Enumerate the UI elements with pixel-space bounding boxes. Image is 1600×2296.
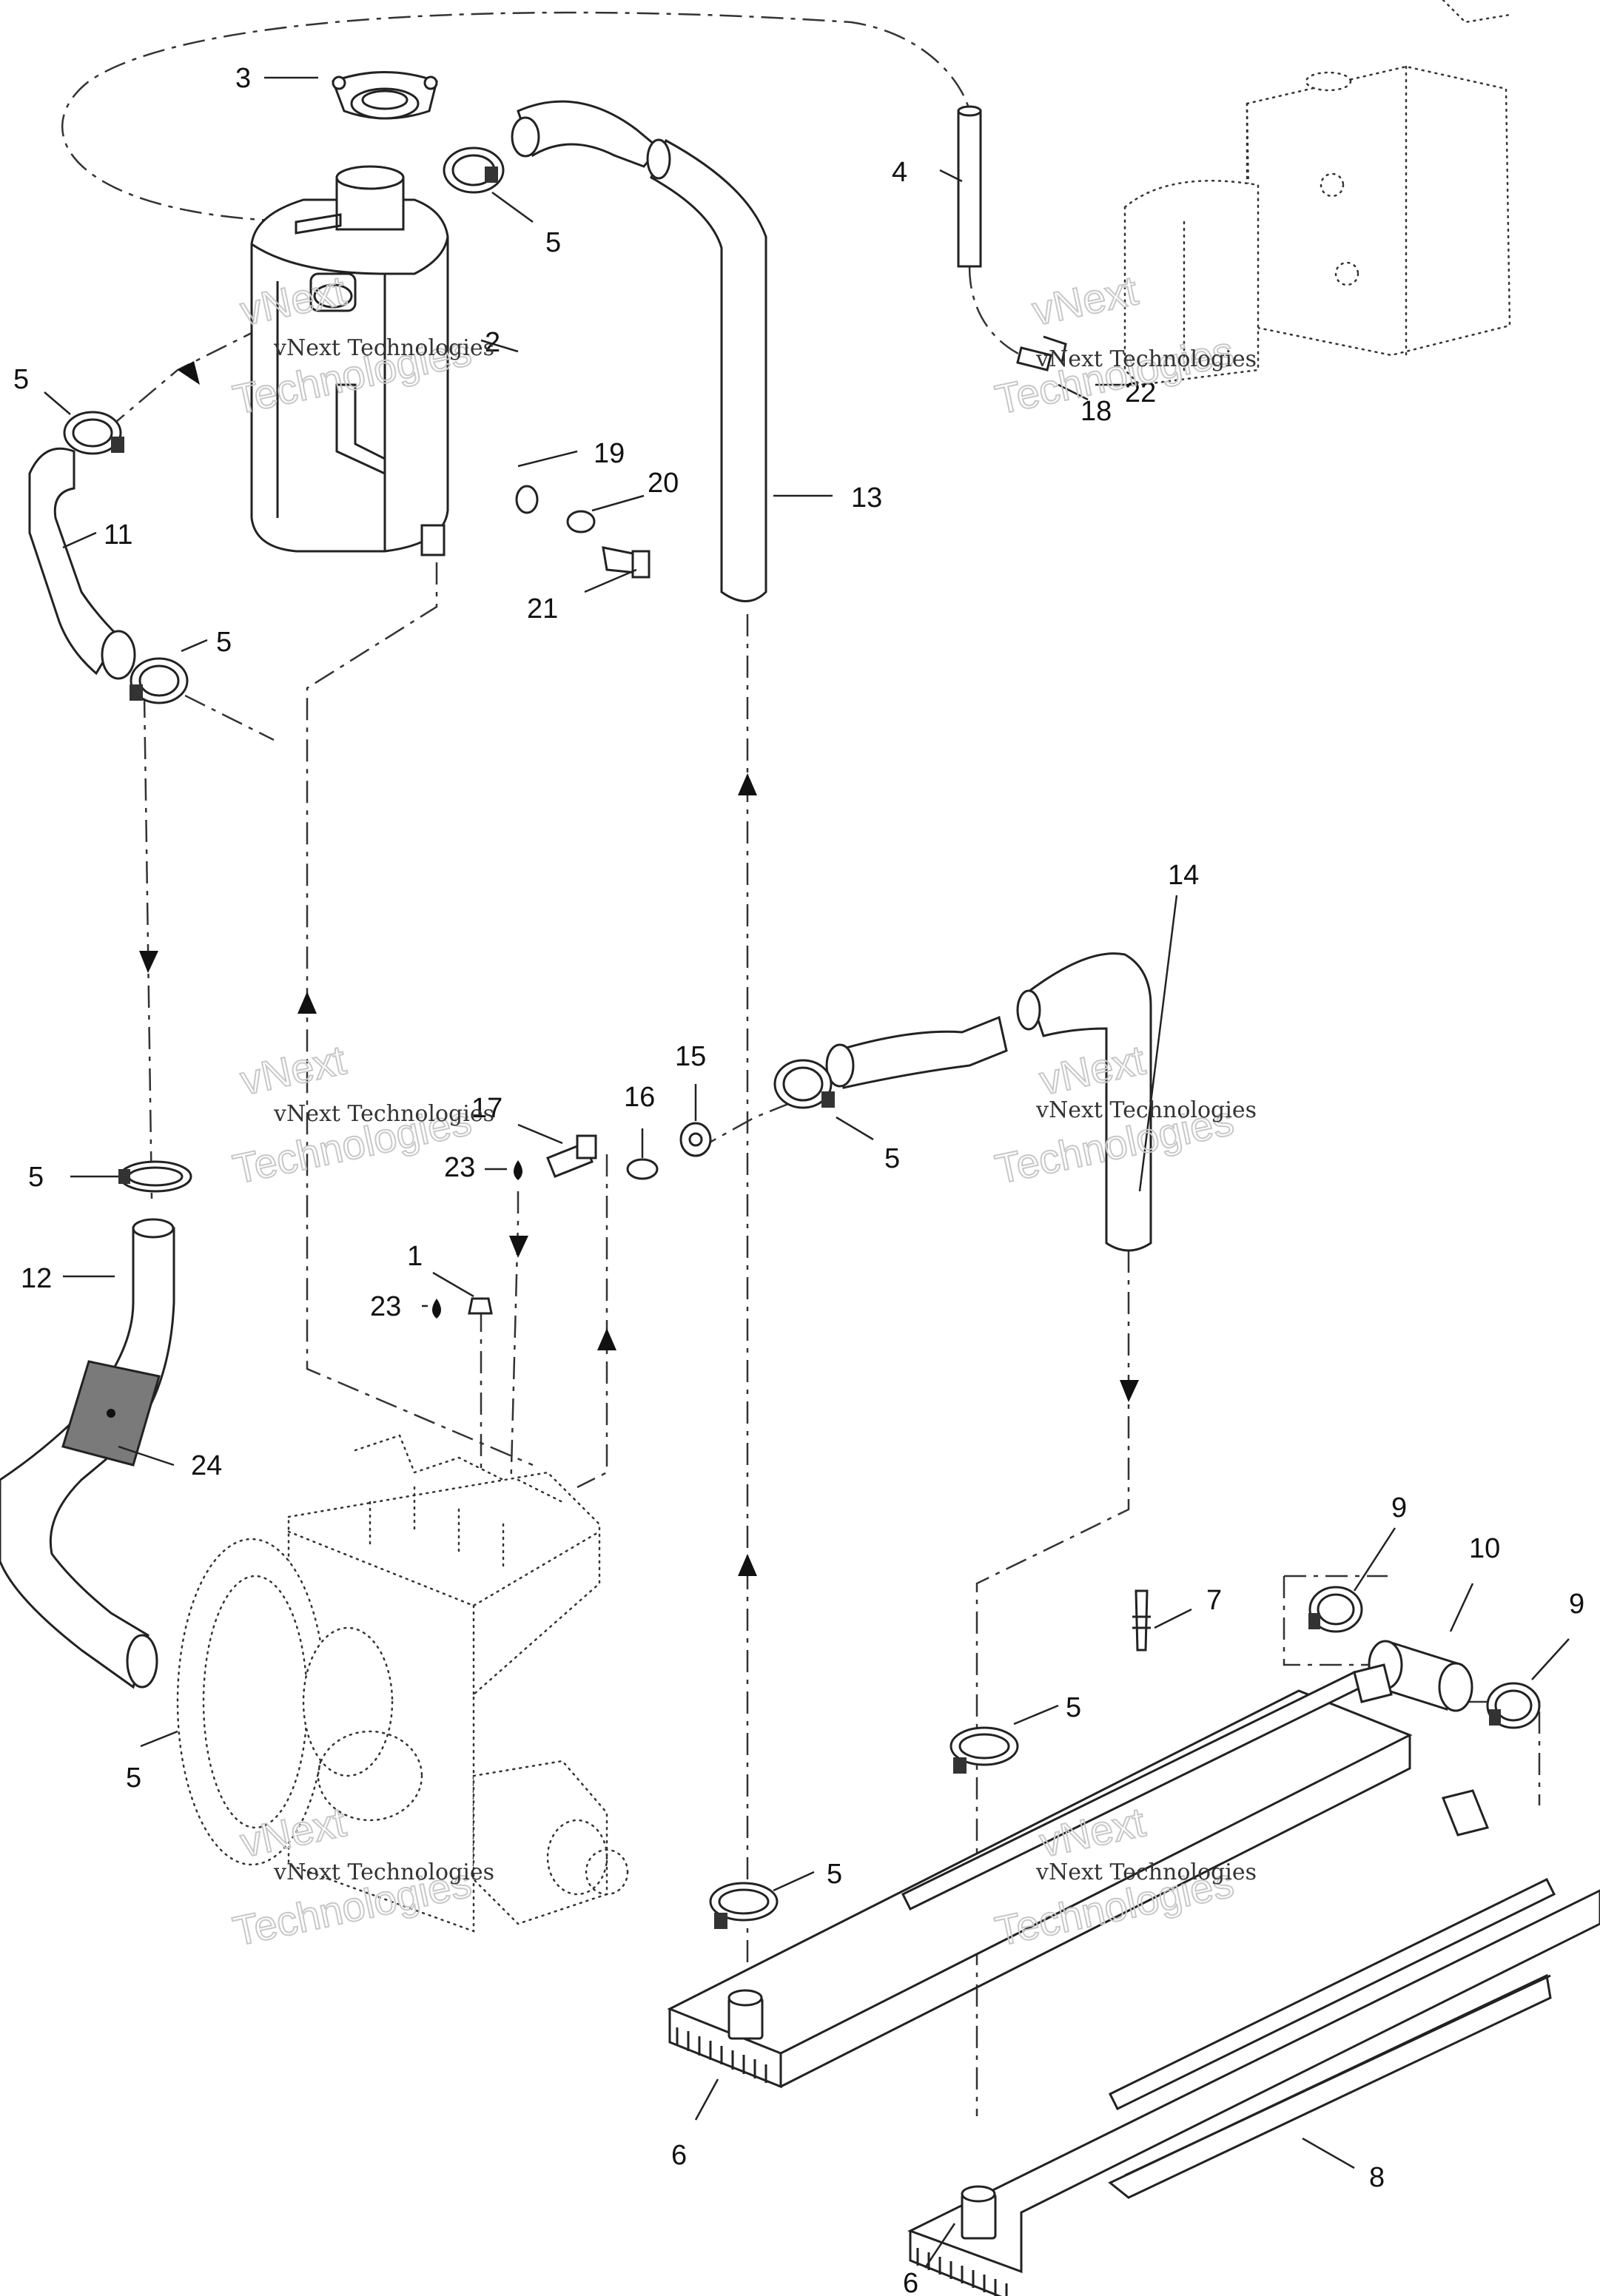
vent-tube <box>957 105 982 268</box>
arrow-1 <box>178 361 200 385</box>
clamp-radiator-right <box>949 1726 1019 1774</box>
flow-thermostat-to-engine <box>577 1154 608 1489</box>
svg-text:Technologies: Technologies <box>991 327 1237 423</box>
callout-9-left: 9 <box>1391 1492 1407 1524</box>
callout-2: 2 <box>485 327 500 358</box>
hose-14 <box>825 952 1152 1252</box>
svg-text:vNext: vNext <box>1028 266 1142 334</box>
svg-text:vNext Technologies: vNext Technologies <box>273 335 494 361</box>
flow-sensor-to-engine <box>509 1191 520 1495</box>
callout-13: 13 <box>851 482 882 514</box>
callout-5-hose14: 5 <box>884 1143 900 1174</box>
callout-22: 22 <box>1125 377 1156 408</box>
clamp-hose14 <box>773 1059 835 1109</box>
flow-hose14-down <box>975 1250 1130 2116</box>
callout-5-radiator-right: 5 <box>1066 1692 1081 1723</box>
clamp-9-left <box>1308 1586 1363 1633</box>
callout-6-lower: 6 <box>903 2268 918 2296</box>
callout-17: 17 <box>471 1093 502 1124</box>
clamp-hose11-bottom <box>130 657 189 704</box>
thermostat-parts <box>432 1122 712 1319</box>
flow-arrows <box>139 361 1139 1931</box>
clamp-radiator-left <box>709 1882 779 1929</box>
callout-3: 3 <box>235 63 251 94</box>
callout-11: 11 <box>104 519 132 551</box>
callout-1: 1 <box>407 1241 423 1272</box>
callout-5-radiator-left: 5 <box>827 1859 842 1890</box>
callout-5-hose11-bottom: 5 <box>216 627 232 658</box>
clamp-9-right <box>1486 1682 1541 1729</box>
arrow-7 <box>597 1328 616 1350</box>
callout-8: 8 <box>1369 2162 1385 2193</box>
arrow-5 <box>738 1554 757 1576</box>
callout-16: 16 <box>624 1082 655 1113</box>
svg-text:vNext Technologies: vNext Technologies <box>1035 346 1257 372</box>
callout-19: 19 <box>594 438 625 469</box>
clamp-hose11-top <box>63 411 124 455</box>
callout-9-right: 9 <box>1569 1589 1584 1620</box>
callout-5-top: 5 <box>545 227 561 258</box>
vent-fittings <box>1016 335 1067 371</box>
clamp-top <box>443 147 505 194</box>
radiator-upper <box>667 1663 1413 2089</box>
callout-14: 14 <box>1168 860 1199 891</box>
hose-11 <box>28 447 136 680</box>
retainer-clip <box>1132 1589 1151 1652</box>
arrow-6 <box>509 1236 528 1258</box>
callout-10: 10 <box>1469 1533 1500 1564</box>
callout-5-hose12-bottom: 5 <box>126 1763 141 1794</box>
callout-23-sensor: 23 <box>444 1152 475 1183</box>
clamp-hose12-top <box>118 1160 192 1193</box>
arrow-3 <box>298 992 317 1014</box>
fastener-set <box>515 485 651 579</box>
hose-clamps <box>63 147 1541 1929</box>
flow-coupler-box <box>1283 1575 1388 1666</box>
reservoir-cap <box>332 71 438 120</box>
svg-text:vNext Technologies: vNext Technologies <box>1035 1097 1257 1123</box>
hose-13 <box>511 100 767 602</box>
engine-block <box>176 1434 629 1933</box>
radiator-lower <box>907 1789 1600 2296</box>
coupler-hose <box>1368 1640 1473 1712</box>
callout-6-upper: 6 <box>671 2140 687 2171</box>
arrow-8 <box>1120 1380 1139 1402</box>
svg-text:vNext Technologies: vNext Technologies <box>273 1101 494 1127</box>
tank-assembly <box>1123 0 1511 386</box>
callout-15: 15 <box>675 1041 706 1072</box>
svg-text:vNext: vNext <box>236 1036 350 1103</box>
svg-text:vNext Technologies: vNext Technologies <box>1035 1859 1257 1885</box>
callout-21: 21 <box>527 593 558 625</box>
callout-labels: 1 2 3 4 5 5 5 5 5 5 5 5 6 6 7 8 9 9 10 1… <box>13 63 1584 2296</box>
arrow-2 <box>139 951 158 973</box>
callout-5-hose11-top: 5 <box>13 364 29 395</box>
svg-text:vNext Technologies: vNext Technologies <box>273 1859 494 1885</box>
coolant-reservoir <box>250 165 449 556</box>
callout-5-hose12-top: 5 <box>28 1162 44 1193</box>
callout-18: 18 <box>1080 396 1112 427</box>
callout-24: 24 <box>191 1450 222 1481</box>
callout-23-bleed: 23 <box>370 1291 401 1322</box>
arrow-4 <box>738 773 757 795</box>
callout-12: 12 <box>21 1263 52 1294</box>
flow-overflow-loop <box>61 11 971 223</box>
callout-20: 20 <box>648 468 679 499</box>
hose-12 <box>0 1218 175 1689</box>
rail-strip <box>1108 1973 1552 2199</box>
flow-reservoir-bottom <box>306 562 534 1467</box>
leader-lines <box>44 76 1570 2269</box>
flow-vent-line <box>968 266 1022 357</box>
flow-hose11-down <box>143 695 153 1199</box>
callout-4: 4 <box>892 157 907 188</box>
callout-7: 7 <box>1206 1585 1222 1616</box>
